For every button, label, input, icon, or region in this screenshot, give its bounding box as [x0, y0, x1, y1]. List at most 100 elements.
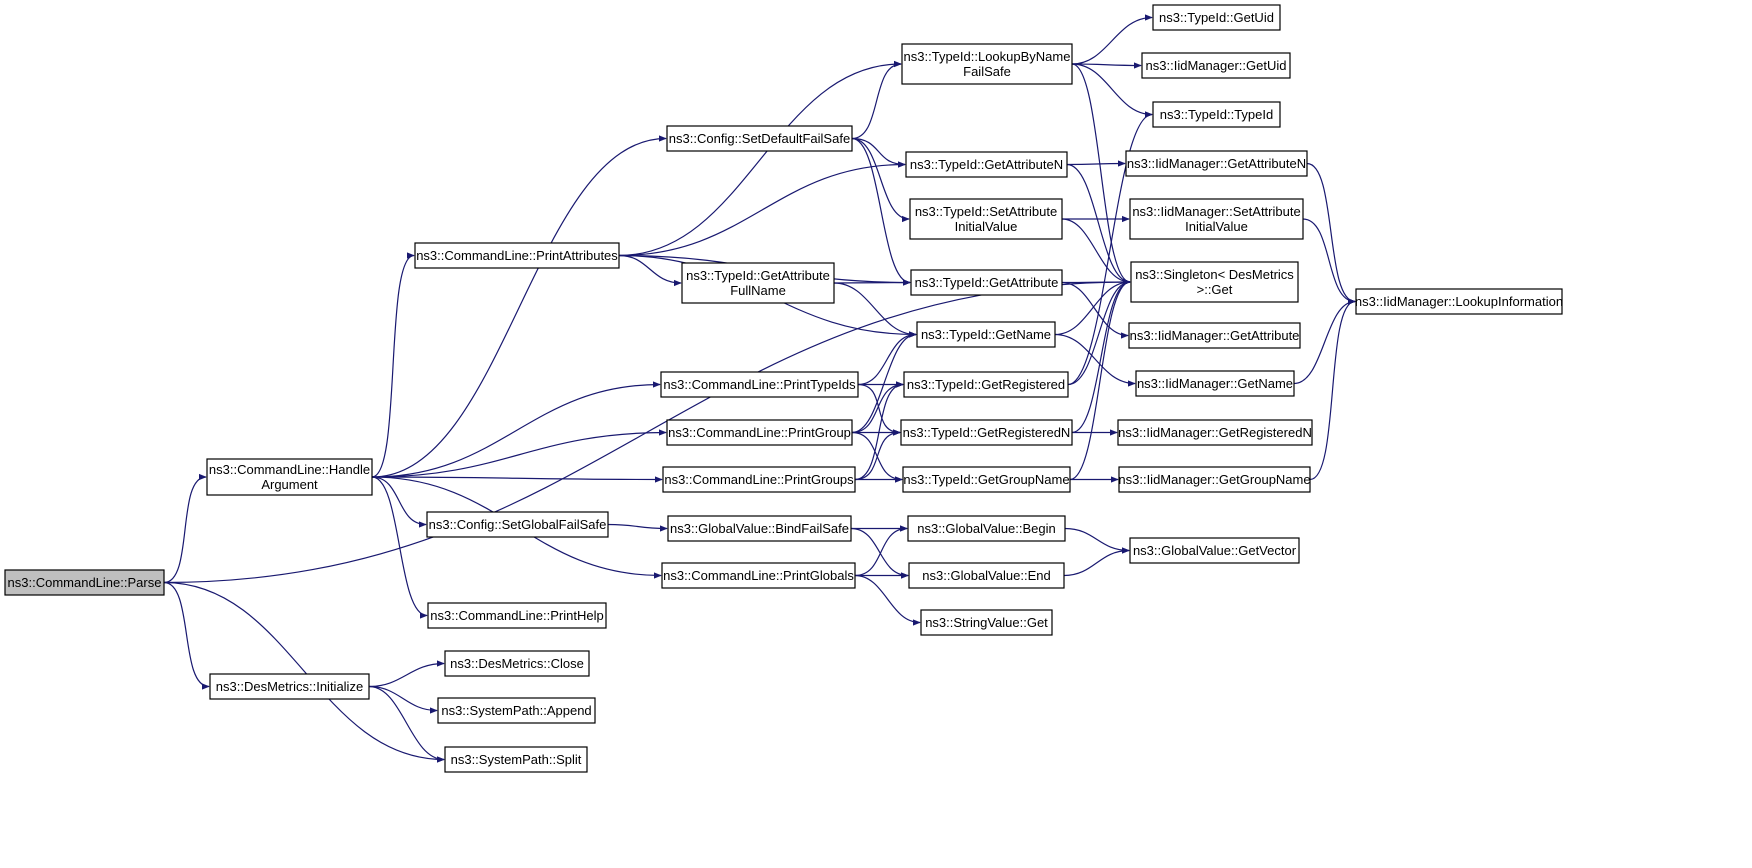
edge-tid-getattrfullname-to-tid-getattribute	[833, 279, 911, 286]
edge-iid-setattrinit-to-iid-lookupinfo	[1302, 218, 1356, 305]
node-des-init[interactable]: ns3::DesMetrics::Initialize	[209, 673, 370, 700]
node-box	[909, 198, 1063, 240]
node-print-attributes[interactable]: ns3::CommandLine::PrintAttributes	[414, 242, 620, 269]
node-iid-getattributen[interactable]: ns3::IidManager::GetAttributeN	[1125, 150, 1308, 177]
edge-config-setdefault-to-tid-getattribute	[851, 137, 911, 286]
node-box	[905, 151, 1068, 178]
edge-tid-getattribute-to-singleton-get	[1061, 278, 1131, 286]
node-iid-getattribute[interactable]: ns3::IidManager::GetAttribute	[1128, 322, 1301, 349]
node-label: ns3::TypeId::GetRegisteredN	[903, 425, 1071, 440]
edge-config-setdefault-to-tid-setattrinit	[851, 137, 910, 223]
node-iid-getname[interactable]: ns3::IidManager::GetName	[1135, 370, 1295, 397]
node-label: ns3::TypeId::GetAttributeN	[910, 157, 1063, 172]
node-box	[916, 321, 1056, 348]
edge-gv-bindfailsafe-to-gv-end	[850, 527, 909, 579]
edge-des-init-to-sp-split	[368, 685, 445, 763]
node-label: ns3::TypeId::GetUid	[1159, 10, 1274, 25]
node-label: FullName	[730, 283, 786, 298]
node-label: ns3::CommandLine::PrintGroup	[668, 425, 851, 440]
node-print-help[interactable]: ns3::CommandLine::PrintHelp	[427, 602, 607, 629]
node-box	[666, 125, 853, 152]
edge-tid-getattribute-to-iid-getattribute	[1061, 281, 1129, 339]
node-sp-append[interactable]: ns3::SystemPath::Append	[437, 697, 596, 724]
node-box	[920, 609, 1053, 636]
edge-print-globals-to-gv-begin	[854, 525, 908, 577]
node-tid-getname[interactable]: ns3::TypeId::GetName	[916, 321, 1056, 348]
node-label: ns3::IidManager::GetAttribute	[1130, 328, 1300, 343]
node-config-setdefault[interactable]: ns3::Config::SetDefaultFailSafe	[666, 125, 853, 152]
node-label: ns3::IidManager::SetAttribute	[1132, 204, 1300, 219]
node-box	[1129, 537, 1300, 564]
node-sv-get[interactable]: ns3::StringValue::Get	[920, 609, 1053, 636]
node-box	[1128, 322, 1301, 349]
node-iid-lookupinfo[interactable]: ns3::IidManager::LookupInformation	[1355, 288, 1563, 315]
node-label: ns3::IidManager::GetRegisteredN	[1118, 425, 1312, 440]
node-label: ns3::GlobalValue::Begin	[917, 521, 1056, 536]
node-label: >::Get	[1197, 282, 1233, 297]
node-tid-getregisteredn[interactable]: ns3::TypeId::GetRegisteredN	[900, 419, 1073, 446]
node-box	[666, 419, 853, 446]
edge-tid-getname-to-iid-getname	[1054, 333, 1136, 387]
node-label: ns3::DesMetrics::Initialize	[216, 679, 363, 694]
node-gv-begin[interactable]: ns3::GlobalValue::Begin	[907, 515, 1066, 542]
node-box	[437, 697, 596, 724]
node-tid-getuid[interactable]: ns3::TypeId::GetUid	[1152, 4, 1281, 31]
node-tid-getregistered[interactable]: ns3::TypeId::GetRegistered	[903, 371, 1069, 398]
edge-print-groups-to-tid-getregistered	[854, 381, 904, 481]
node-tid-getattributen[interactable]: ns3::TypeId::GetAttributeN	[905, 151, 1068, 178]
edge-print-attributes-to-tid-getattributen	[618, 161, 906, 257]
node-box	[903, 371, 1069, 398]
node-label: ns3::CommandLine::PrintAttributes	[416, 248, 618, 263]
edge-tid-setattrinit-to-singleton-get	[1061, 218, 1131, 286]
node-print-group[interactable]: ns3::CommandLine::PrintGroup	[666, 419, 853, 446]
node-label: ns3::CommandLine::PrintGlobals	[663, 568, 854, 583]
node-box	[1125, 150, 1308, 177]
node-print-typeids[interactable]: ns3::CommandLine::PrintTypeIds	[660, 371, 859, 398]
node-label: ns3::Singleton< DesMetrics	[1135, 267, 1294, 282]
node-label: ns3::TypeId::SetAttribute	[915, 204, 1057, 219]
node-iid-getuid[interactable]: ns3::IidManager::GetUid	[1141, 52, 1291, 79]
node-label: Argument	[261, 477, 318, 492]
node-label: FailSafe	[963, 64, 1011, 79]
node-gv-end[interactable]: ns3::GlobalValue::End	[908, 562, 1065, 589]
node-des-close[interactable]: ns3::DesMetrics::Close	[444, 650, 590, 677]
node-print-globals[interactable]: ns3::CommandLine::PrintGlobals	[661, 562, 856, 589]
edge-handle-argument-to-config-setdefault	[371, 135, 667, 478]
node-box	[1141, 52, 1291, 79]
node-box	[426, 511, 609, 538]
node-sp-split[interactable]: ns3::SystemPath::Split	[444, 746, 588, 773]
node-config-setglobal[interactable]: ns3::Config::SetGlobalFailSafe	[426, 511, 609, 538]
node-gv-bindfailsafe[interactable]: ns3::GlobalValue::BindFailSafe	[667, 515, 852, 542]
node-tid-getgroupname[interactable]: ns3::TypeId::GetGroupName	[902, 466, 1071, 493]
node-label: ns3::TypeId::TypeId	[1160, 107, 1273, 122]
node-label: ns3::IidManager::GetUid	[1146, 58, 1287, 73]
edge-iid-getgroupname-to-iid-lookupinfo	[1309, 298, 1356, 481]
node-tid-getattribute[interactable]: ns3::TypeId::GetAttribute	[910, 269, 1063, 296]
node-singleton-get[interactable]: ns3::Singleton< DesMetrics>::Get	[1130, 261, 1299, 303]
node-iid-setattrinit[interactable]: ns3::IidManager::SetAttributeInitialValu…	[1129, 198, 1304, 240]
edge-config-setdefault-to-tid-lookupbyname	[851, 60, 902, 140]
edge-print-typeids-to-tid-getregisteredn	[857, 383, 901, 436]
edge-handle-argument-to-print-attributes	[371, 252, 415, 478]
node-box	[1118, 466, 1311, 493]
node-iid-getgroupname[interactable]: ns3::IidManager::GetGroupName	[1118, 466, 1311, 493]
edge-handle-argument-to-print-group	[371, 429, 667, 478]
node-label: InitialValue	[1185, 219, 1248, 234]
node-box	[661, 562, 856, 589]
edge-print-globals-to-sv-get	[854, 574, 921, 626]
node-box	[900, 419, 1073, 446]
node-gv-getvector[interactable]: ns3::GlobalValue::GetVector	[1129, 537, 1300, 564]
node-print-groups[interactable]: ns3::CommandLine::PrintGroups	[662, 466, 856, 493]
edge-tid-lookupbyname-to-iid-getuid	[1071, 62, 1142, 69]
node-parse[interactable]: ns3::CommandLine::Parse	[4, 569, 165, 596]
node-tid-typeid[interactable]: ns3::TypeId::TypeId	[1152, 101, 1281, 128]
node-label: ns3::CommandLine::PrintHelp	[430, 608, 603, 623]
node-box	[667, 515, 852, 542]
node-label: ns3::IidManager::GetGroupName	[1118, 472, 1310, 487]
node-label: ns3::CommandLine::Handle	[209, 462, 370, 477]
node-iid-getregisteredn[interactable]: ns3::IidManager::GetRegisteredN	[1117, 419, 1313, 446]
